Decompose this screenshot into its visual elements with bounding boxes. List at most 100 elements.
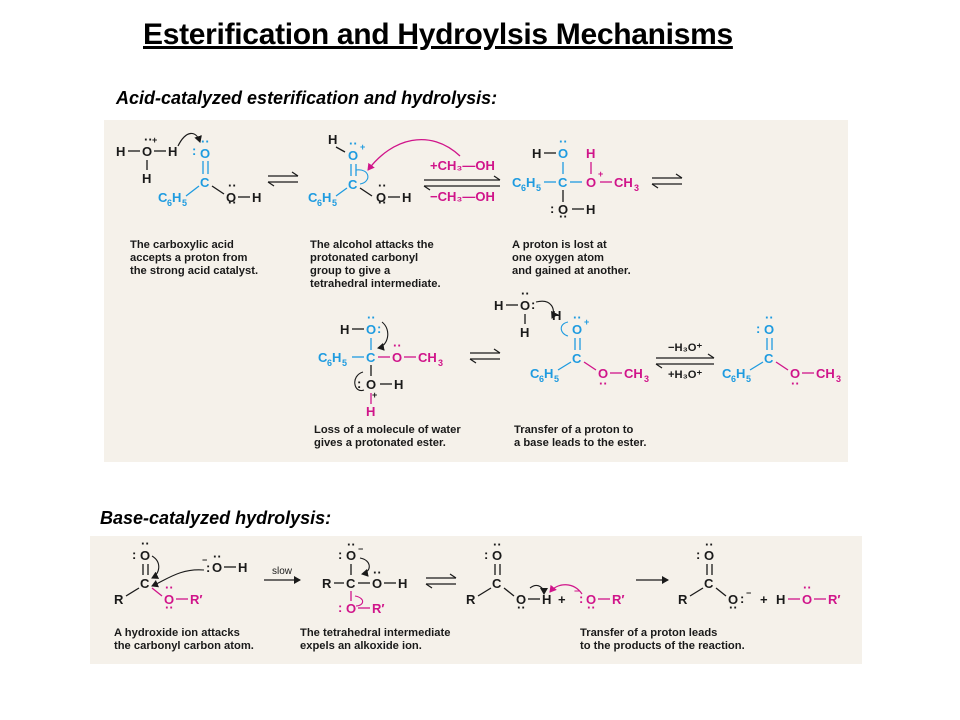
- svg-text:··: ··: [587, 600, 596, 615]
- svg-text:··: ··: [228, 178, 237, 193]
- svg-text::: :: [484, 547, 488, 562]
- svg-text:H: H: [366, 404, 375, 419]
- svg-text:··: ··: [228, 195, 237, 210]
- page-title: Esterification and Hydroylsis Mechanisms: [143, 18, 733, 51]
- svg-text:C: C: [530, 366, 540, 381]
- methanol-reagent-equilibrium: +CH₃—OH −CH₃—OH: [423, 158, 501, 204]
- svg-text:O: O: [790, 366, 800, 381]
- svg-text:C: C: [308, 190, 318, 205]
- svg-text:··: ··: [521, 286, 530, 301]
- carboxylate-alcohol-products: O ·· : C R O ·· : − + H O ·· R′: [678, 537, 841, 615]
- svg-text:CH: CH: [816, 366, 835, 381]
- svg-text:H: H: [332, 350, 341, 365]
- acid-caption-step4: Loss of a molecule of water gives a prot…: [314, 424, 464, 449]
- svg-text:O: O: [764, 322, 774, 337]
- svg-text:O: O: [346, 601, 356, 616]
- svg-text:··: ··: [165, 600, 174, 615]
- svg-text:H: H: [520, 325, 529, 340]
- svg-text:H: H: [252, 190, 261, 205]
- base-mechanism-panel: [90, 536, 862, 664]
- svg-text:H: H: [552, 308, 561, 323]
- svg-text:··: ··: [373, 565, 382, 580]
- svg-text:6: 6: [167, 198, 172, 208]
- ester-hydroxide-reactants: O ·· : C R O ·· ·· R′ − : O ·· H: [114, 536, 247, 615]
- svg-text:5: 5: [536, 183, 541, 193]
- svg-text:O: O: [802, 592, 812, 607]
- svg-text:··: ··: [599, 376, 608, 391]
- svg-text:O: O: [372, 576, 382, 591]
- svg-text::: :: [357, 376, 361, 391]
- svg-text::: :: [338, 600, 342, 615]
- svg-text:5: 5: [554, 374, 559, 384]
- equilibrium-arrow-1: [267, 171, 299, 187]
- svg-text:+: +: [360, 142, 365, 152]
- svg-text:+: +: [558, 592, 566, 607]
- svg-text:+: +: [152, 135, 157, 145]
- svg-text:O: O: [164, 592, 174, 607]
- svg-text:O: O: [516, 592, 526, 607]
- svg-text:O: O: [728, 592, 738, 607]
- base-caption-step3: Transfer of a proton leads to the produc…: [580, 627, 745, 652]
- svg-text:C: C: [318, 350, 328, 365]
- svg-text:O: O: [226, 190, 236, 205]
- svg-text:O: O: [586, 592, 596, 607]
- svg-text:+: +: [760, 592, 768, 607]
- svg-text:··: ··: [559, 209, 568, 224]
- svg-text:H: H: [340, 322, 349, 337]
- svg-text:5: 5: [332, 198, 337, 208]
- svg-text:H: H: [322, 190, 331, 205]
- svg-text:6: 6: [521, 183, 526, 193]
- svg-text:··: ··: [573, 310, 582, 325]
- svg-text:O: O: [366, 322, 376, 337]
- svg-text:C: C: [366, 350, 376, 365]
- svg-text:··: ··: [141, 536, 150, 551]
- svg-text:C: C: [158, 190, 168, 205]
- svg-text:H: H: [586, 146, 595, 161]
- svg-text:H: H: [328, 132, 337, 147]
- svg-text:C: C: [704, 576, 714, 591]
- svg-text:··: ··: [144, 132, 153, 147]
- svg-text:+: +: [372, 390, 377, 400]
- svg-text:H: H: [172, 190, 181, 205]
- svg-text:6: 6: [731, 374, 736, 384]
- svg-text:H: H: [116, 144, 125, 159]
- svg-text:−: −: [746, 588, 751, 598]
- svg-text:H: H: [526, 175, 535, 190]
- base-caption-step1: A hydroxide ion attacks the carbonyl car…: [114, 627, 254, 652]
- svg-text::: :: [192, 143, 196, 158]
- svg-text:C: C: [572, 351, 582, 366]
- svg-text:slow: slow: [272, 566, 293, 577]
- svg-text:··: ··: [378, 178, 387, 193]
- svg-text:O: O: [200, 146, 210, 161]
- svg-text:O: O: [142, 144, 152, 159]
- svg-text:C: C: [346, 576, 356, 591]
- base-caption-step2: The tetrahedral intermediate expels an a…: [300, 627, 454, 652]
- equilibrium-arrow-3: [651, 173, 683, 189]
- svg-text:CH: CH: [418, 350, 437, 365]
- svg-text:C: C: [764, 351, 774, 366]
- svg-text:H: H: [532, 146, 541, 161]
- acid-mechanism-panel: [104, 120, 848, 462]
- svg-text:··: ··: [201, 134, 210, 149]
- svg-text:··: ··: [803, 580, 812, 595]
- svg-text:··: ··: [705, 537, 714, 552]
- svg-text:O: O: [572, 322, 582, 337]
- svg-text:CH: CH: [624, 366, 643, 381]
- svg-text:R′: R′: [828, 592, 841, 607]
- svg-text:3: 3: [634, 183, 639, 193]
- svg-text:O: O: [346, 548, 356, 563]
- svg-text:··: ··: [349, 136, 358, 151]
- svg-text::: :: [740, 591, 744, 606]
- svg-text:··: ··: [517, 600, 526, 615]
- svg-text:H: H: [544, 366, 553, 381]
- protonated-water-structure: H O + ·· H H: [116, 132, 202, 186]
- svg-text:C: C: [512, 175, 522, 190]
- svg-text:··: ··: [729, 600, 738, 615]
- add-methanol-label: +CH₃—OH: [430, 158, 495, 173]
- svg-text:··: ··: [393, 338, 402, 353]
- svg-text:CH: CH: [614, 175, 633, 190]
- acid-caption-step3: A proton is lost at one oxygen atom and …: [512, 239, 631, 277]
- svg-text:3: 3: [836, 374, 841, 384]
